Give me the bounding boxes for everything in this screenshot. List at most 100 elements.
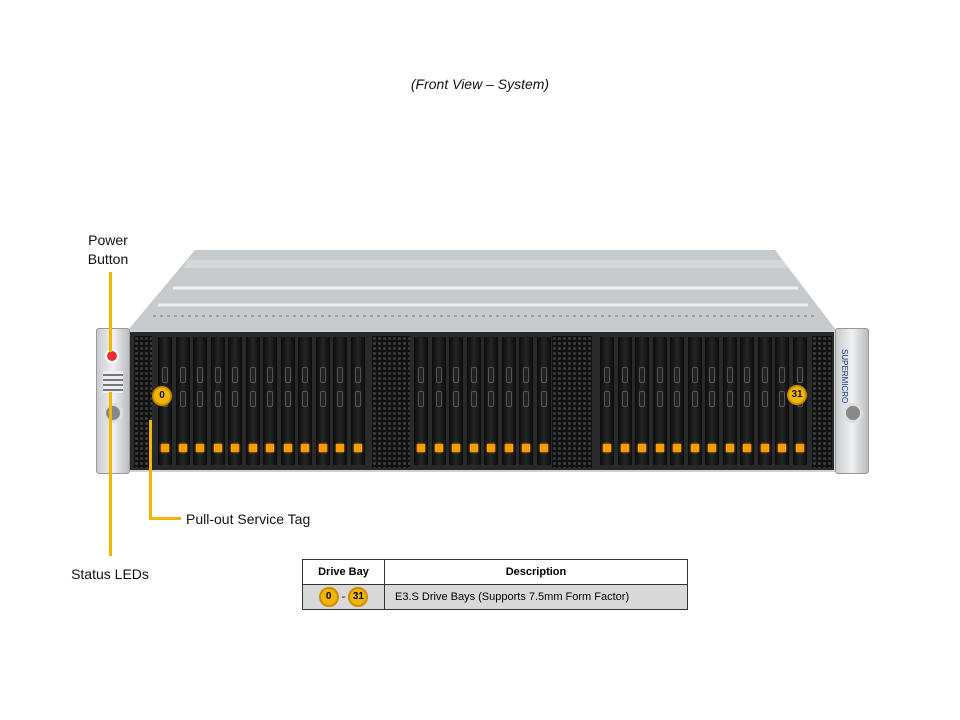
drive-bay-14[interactable] (449, 337, 463, 465)
bay-badge-last: 31 (787, 385, 807, 405)
drive-bay-19[interactable] (536, 337, 551, 465)
drive-bay-6[interactable] (263, 337, 277, 465)
drive-led (301, 444, 309, 452)
service-tag-label: Pull-out Service Tag (186, 511, 311, 527)
drive-led (655, 444, 664, 452)
drive-led (336, 444, 344, 452)
drive-bay-5[interactable] (245, 337, 260, 465)
drive-bay-28[interactable] (740, 337, 754, 465)
drive-bay-2[interactable] (193, 337, 207, 465)
chassis-top (128, 250, 836, 330)
drive-bay-29[interactable] (757, 337, 772, 465)
drive-bay-9[interactable] (315, 337, 330, 465)
drive-bay-18[interactable] (519, 337, 533, 465)
latch-icon (639, 391, 645, 407)
drive-bay-1[interactable] (175, 337, 190, 465)
drive-led (743, 444, 751, 452)
description-cell: E3.S Drive Bays (Supports 7.5mm Form Fac… (384, 584, 688, 610)
drive-bay-26[interactable] (705, 337, 719, 465)
latch-icon (621, 391, 628, 407)
drive-bay-3[interactable] (210, 337, 225, 465)
latch-icon (214, 391, 221, 407)
bay-badge-from: 0 (318, 587, 339, 607)
drive-bay-20[interactable] (600, 337, 614, 465)
latch-icon (523, 391, 529, 407)
drive-bay-11[interactable] (350, 337, 365, 465)
latch-icon (709, 391, 715, 407)
latch-icon (726, 367, 733, 383)
drive-bay-24[interactable] (670, 337, 684, 465)
figure-title: (Front View – System) (410, 76, 550, 92)
latch-icon (453, 367, 459, 383)
drive-led (778, 444, 786, 452)
latch-icon (162, 367, 168, 383)
drive-bay-25[interactable] (687, 337, 702, 465)
latch-icon (523, 367, 529, 383)
drive-led (213, 444, 222, 452)
drive-bay-12[interactable] (414, 337, 428, 465)
latch-icon (418, 367, 424, 383)
drive-led (469, 444, 478, 452)
drive-bay-table: Drive Bay Description 0 - 31 E3.S Drive … (302, 559, 688, 610)
latch-icon (674, 367, 680, 383)
latch-icon (267, 367, 273, 383)
drive-led (283, 444, 292, 452)
table-row: 0 - 31 E3.S Drive Bays (Supports 7.5mm F… (302, 584, 688, 610)
latch-icon (337, 367, 343, 383)
latch-icon (319, 367, 326, 383)
latch-icon (418, 391, 424, 407)
drive-led (161, 444, 169, 452)
chassis-front (128, 330, 836, 472)
drive-led (196, 444, 204, 452)
status-leds (103, 371, 123, 393)
latch-icon (284, 391, 291, 407)
drive-bay-10[interactable] (333, 337, 347, 465)
service-tag-callout-line (149, 420, 152, 520)
latch-icon (691, 391, 698, 407)
latch-icon (656, 391, 663, 407)
drive-bay-22[interactable] (635, 337, 649, 465)
drive-led (504, 444, 513, 452)
latch-icon (761, 367, 768, 383)
latch-icon (540, 367, 547, 383)
left-rack-ear (96, 328, 130, 474)
table-header-row: Drive Bay Description (302, 559, 688, 585)
latch-icon (621, 367, 628, 383)
latch-icon (639, 367, 645, 383)
latch-icon (302, 367, 308, 383)
drive-bay-30[interactable] (775, 337, 789, 465)
drive-bay-27[interactable] (722, 337, 737, 465)
latch-icon (779, 367, 785, 383)
latch-icon (488, 367, 494, 383)
latch-icon (267, 391, 273, 407)
latch-icon (232, 367, 238, 383)
drive-bay-cell: 0 - 31 (302, 584, 385, 610)
drive-led (760, 444, 769, 452)
drive-bay-4[interactable] (228, 337, 242, 465)
drive-bay-8[interactable] (298, 337, 312, 465)
drive-bay-16[interactable] (484, 337, 498, 465)
latch-icon (179, 391, 186, 407)
power-button[interactable] (105, 349, 119, 363)
latch-icon (691, 367, 698, 383)
latch-icon (604, 367, 610, 383)
latch-icon (744, 391, 750, 407)
drive-bay-17[interactable] (501, 337, 516, 465)
latch-icon (674, 391, 680, 407)
latch-icon (249, 367, 256, 383)
middle-vent-left (372, 336, 410, 468)
latch-icon (179, 367, 186, 383)
drive-led (452, 444, 460, 452)
drive-bay-7[interactable] (280, 337, 295, 465)
thumbscrew-icon (843, 403, 863, 423)
status-leds-label: Status LEDs (71, 566, 149, 582)
drive-bay-15[interactable] (466, 337, 481, 465)
drive-led (178, 444, 187, 452)
latch-icon (232, 391, 238, 407)
drive-bay-23[interactable] (652, 337, 667, 465)
drive-bay-21[interactable] (617, 337, 632, 465)
latch-icon (779, 391, 785, 407)
drive-led (266, 444, 274, 452)
latch-icon (726, 391, 733, 407)
drive-bay-13[interactable] (431, 337, 446, 465)
